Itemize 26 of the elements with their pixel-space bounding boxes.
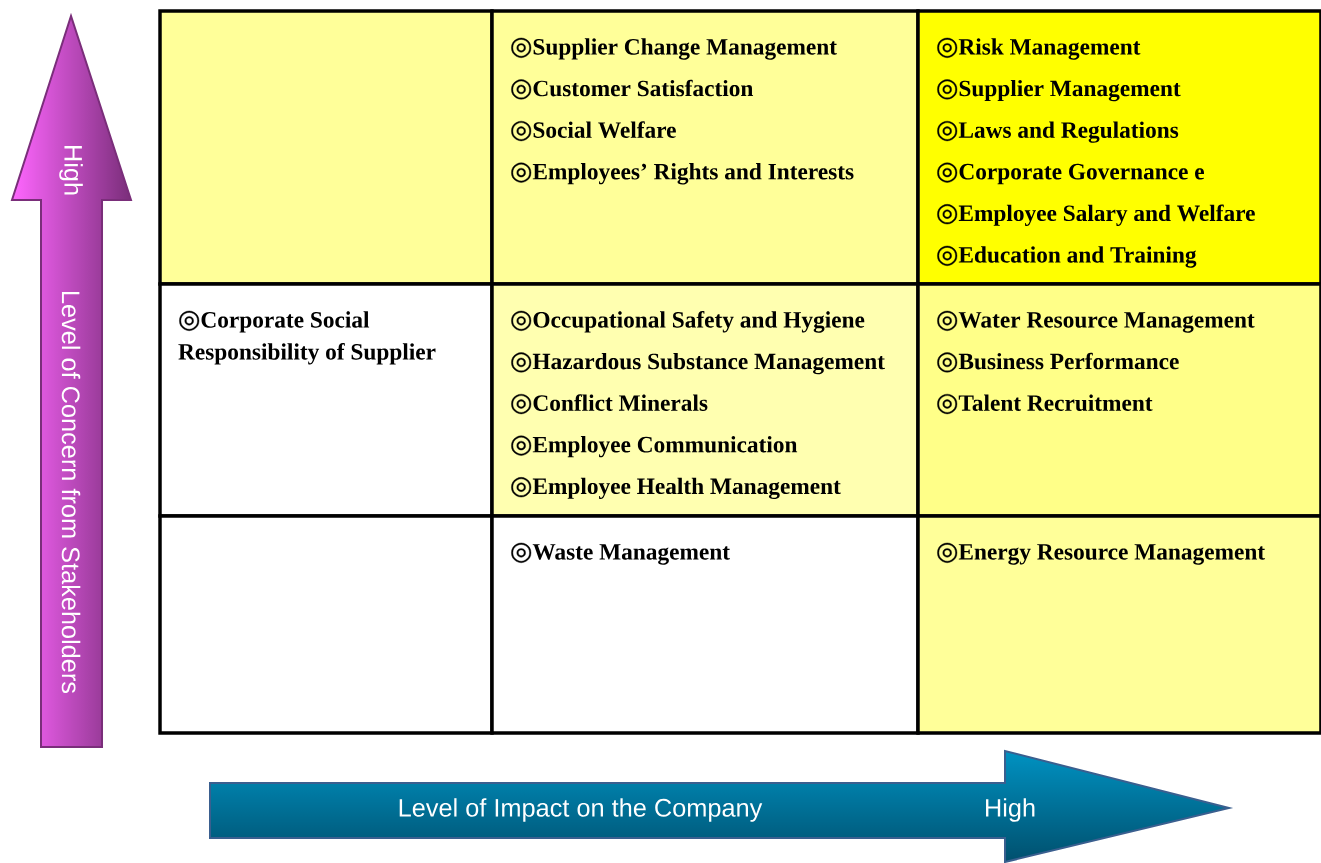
item-text: ◎Employees’ Rights and Interests [511, 162, 854, 185]
item-text: ◎Waste Management [511, 542, 730, 565]
item-text: ◎Talent Recruitment [937, 393, 1153, 415]
item-text: ◎Business Performance [937, 352, 1179, 373]
item-text: ◎Water Resource Management [937, 310, 1255, 333]
item-text: ◎Employee Communication [511, 435, 798, 458]
matrix-cell [916, 514, 1321, 735]
item-text: ◎Energy Resource Management [937, 542, 1265, 565]
item-text: ◎Supplier Change Management [511, 37, 837, 60]
item-text: ◎Laws and Regulations [937, 120, 1179, 143]
item-text: ◎Employee Salary and Welfare [937, 204, 1255, 226]
item-text: ◎Occupational Safety and Hygiene [511, 310, 865, 333]
axis-label: Level of Impact on the Company [399, 798, 763, 822]
axis-label: Level of Concern from Stakeholders [61, 292, 81, 694]
item-text: ◎Supplier Management [937, 79, 1181, 102]
item-text: ◎Risk Management [937, 37, 1141, 60]
item-text: ◎Hazardous Substance Management [511, 352, 885, 375]
axis-label: High [986, 798, 1035, 822]
item-text: ◎Corporate Governance e [937, 162, 1204, 185]
item-text: ◎Corporate Social Responsibility of Supplier [178, 310, 436, 365]
item-text: ◎Employee Health Management [511, 477, 841, 500]
item-text: ◎Conflict Minerals [511, 393, 708, 415]
item-text: ◎Social Welfare [511, 120, 676, 142]
item-text: ◎Education and Training [937, 245, 1197, 268]
axis-label: High [59, 146, 83, 195]
item-text: ◎Customer Satisfaction [511, 79, 753, 100]
